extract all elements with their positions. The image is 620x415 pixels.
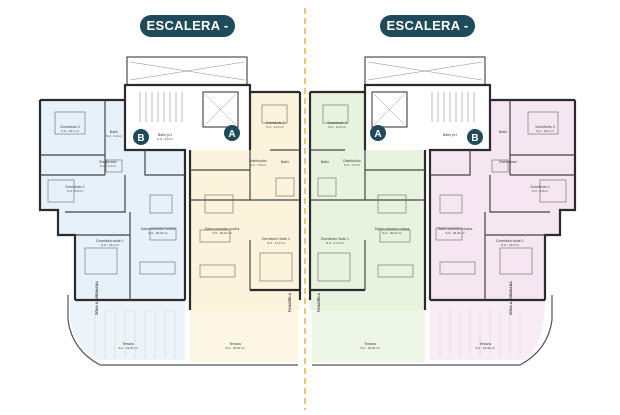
y-dorm1-label: Dormitorio Suite 1 [262,237,290,241]
g-dist-label: Distribuidor [343,159,362,163]
marker-b-right-label: B [471,133,478,144]
b-bano-area: S.U.: 4,2 m² [106,134,122,138]
terrace-pink [430,300,545,360]
zona-ajardinada-left: ZONA AJARDINADA [95,281,99,315]
g-dorm3-label: Dormitorio 3 [327,121,346,125]
p-bano-label: Baño [499,130,507,134]
terrace-yellow [190,310,298,362]
g-dorm3-area: S.U.: 11,0 m² [328,125,345,129]
y-dorm3-area: S.U.: 11,0 m² [266,125,283,129]
zona-ajardinada-right: ZONA AJARDINADA [509,281,513,315]
p-salon-area: S.U.: 30,40 m² [445,231,464,235]
p-salon-label: Salon comedor cocina [438,227,473,231]
p-dorm1-area: S.U.: 13,4 m² [501,243,519,247]
g-terraza-label: Terraza [364,342,376,346]
b-dorm3-area: S.U.: 10,1 m² [61,129,79,133]
y-terraza-label: Terraza [229,342,241,346]
b-dorm1-label: Dormitorio suite 1 [96,239,123,243]
y-dorm3-label: Dormitorio 3 [265,121,284,125]
y-salon-label: Salon comedor cocina [205,227,240,231]
unit-yellow [190,92,300,310]
y-bano-label: Baño [281,160,289,164]
marker-b-left [133,129,149,145]
g-dist-area: S.U.: 7,6 m² [344,163,360,167]
p-dorm3-area: S.U.: 10,1 m² [536,129,554,133]
b-salon-area: S.U.: 30,40 m² [148,231,167,235]
furniture [47,104,567,282]
core-markers: B A A B [133,125,483,145]
inner-walls [40,100,575,300]
p-dorm3-label: Dormitorio 3 [535,125,554,129]
pasarela-left: PASARELA [288,293,292,312]
side-labels: ZONA AJARDINADA ZONA AJARDINADA PASARELA… [95,281,513,315]
terrace-green [312,310,425,362]
p-dist-label: Distribuidor [499,160,518,164]
marker-a-left-label: A [228,129,235,140]
unit-blue [40,100,185,310]
b-dist-label: Distribuidor [99,160,118,164]
escalera-b-header: ESCALERA - B [140,15,235,56]
escalera-b-letter: B [182,40,193,56]
escalera-b-prefix: ESCALERA - [146,18,229,33]
marker-b-right [467,129,483,145]
p-dorm1-label: Dormitorio suite 1 [496,239,523,243]
b-dist-area: S.U.: 3,4 m² [100,164,116,168]
stair-cores [126,56,486,128]
g-bano-label: Baño [321,160,329,164]
escalera-a-prefix: ESCALERA - [386,18,469,33]
b-dorm2-area: S.U.: 9,8 m² [67,189,83,193]
g-salon-area: S.U.: 30,10 m² [382,231,401,235]
y-salon-area: S.U.: 30,10 m² [212,231,231,235]
marker-a-right-label: A [374,129,381,140]
p-dorm2-label: Dormitorio 2 [530,185,549,189]
b-terraza-label: Terraza [122,342,134,346]
p-terraza-area: S.U.: 19,30 m² [475,346,494,350]
y-terraza-area: S.U.: 23,00 m² [225,346,244,350]
unit-fills [40,92,575,362]
y-dist-area: S.U.: 7,6 m² [250,163,266,167]
p-dorm2-area: S.U.: 9,8 m² [532,189,548,193]
b-dorm1-area: S.U.: 13,4 m² [101,243,119,247]
pasarela-right: PASARELA [317,293,321,312]
g-dorm1-area: S.U.: 17,2 m² [326,241,344,245]
g-dorm1-label: Dormitorio Suite 1 [321,237,349,241]
b-salon-label: Salon comedor cocina [141,227,176,231]
marker-a-right [370,125,386,141]
b-dorm2-label: Dormitorio 2 [65,185,84,189]
y-dist-label: Distribuidor [249,159,268,163]
room-labels: Dormitorio 3 S.U.: 10,1 m² Baño S.U.: 4,… [60,121,554,350]
b-bano-p1-area: S.U.: 3,6 m² [157,137,173,141]
escalera-a-header: ESCALERA - A [380,15,475,56]
b-bano-p1-label: Baño pr1 [158,133,172,137]
y-dorm1-area: S.U.: 17,2 m² [267,241,285,245]
unit-green [310,92,425,310]
b-terraza-area: S.U.: 19,30 m² [118,346,137,350]
unit-pink [430,100,575,310]
escalera-a-letter: A [422,40,433,56]
g-terraza-area: S.U.: 23,00 m² [360,346,379,350]
terrace-hatch [94,310,521,358]
terrace-blue [70,300,185,360]
terrace-outline [67,295,553,366]
p-terraza-label: Terraza [479,342,491,346]
p-bano-p1-label: Baño pr1 [443,133,457,137]
b-bano-label: Baño [110,130,118,134]
marker-a-left [224,125,240,141]
b-dorm3-label: Dormitorio 3 [60,125,79,129]
marker-b-left-label: B [137,133,144,144]
g-salon-label: Salon comedor cocina [375,227,410,231]
